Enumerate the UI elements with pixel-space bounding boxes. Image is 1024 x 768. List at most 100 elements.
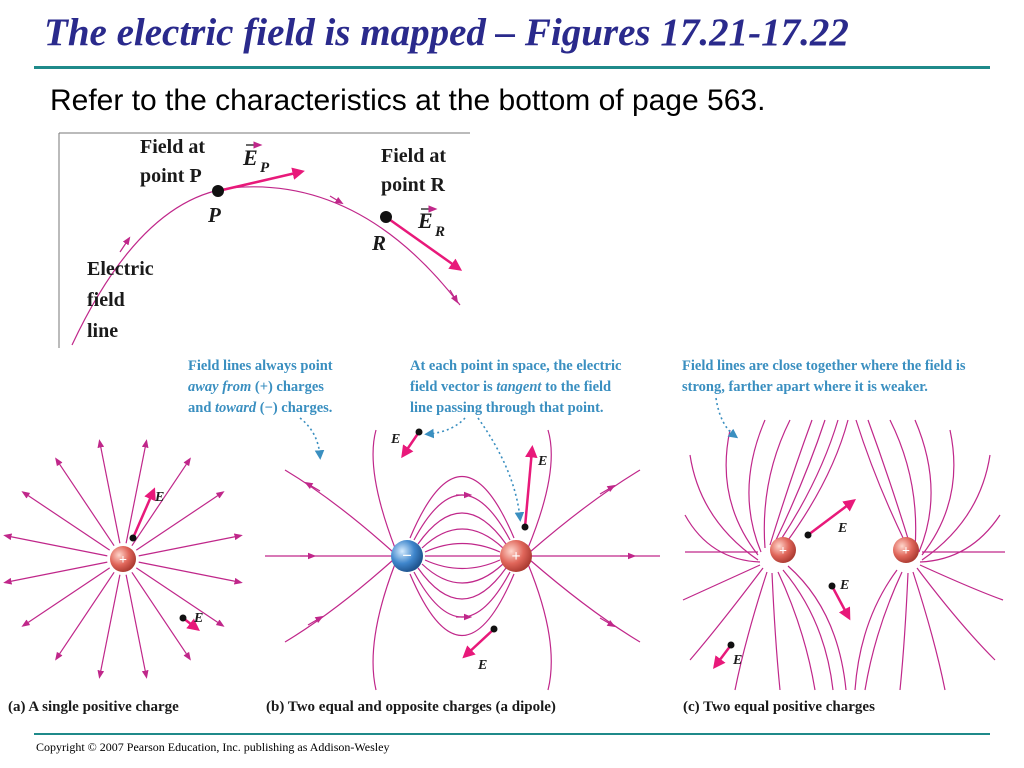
field-line xyxy=(125,439,149,544)
field-line-arrow xyxy=(304,481,321,492)
vector-e-label: E xyxy=(154,490,164,505)
vector-e xyxy=(830,585,851,621)
annotation-pointer xyxy=(477,417,525,522)
vector-e-label: E xyxy=(193,611,203,626)
vector-e-label: E xyxy=(537,454,547,469)
positive-charge xyxy=(770,537,796,563)
annotation-pointer xyxy=(299,417,325,460)
copyright: Copyright © 2007 Pearson Education, Inc.… xyxy=(36,740,390,754)
vector-er xyxy=(385,215,463,271)
field-line xyxy=(131,457,191,547)
field-point-dot xyxy=(490,625,498,633)
field-line xyxy=(3,533,108,557)
field-point-dot xyxy=(129,534,137,542)
vector-e xyxy=(462,628,495,659)
er-label: E xyxy=(417,208,433,233)
field-line xyxy=(527,429,552,549)
title-divider xyxy=(34,66,990,69)
annotation-text: and xyxy=(188,400,216,416)
field-line xyxy=(782,569,834,691)
field-line xyxy=(899,572,909,691)
annotation-text: (+) charges xyxy=(251,379,324,395)
field-line xyxy=(774,419,826,543)
field-line xyxy=(409,476,515,539)
field-line xyxy=(854,569,898,691)
field-line xyxy=(97,439,121,544)
field-line xyxy=(135,491,225,551)
vector-e-label: E xyxy=(477,658,487,673)
field-line xyxy=(785,419,849,544)
annotation-emphasis: toward xyxy=(215,400,257,416)
annotation-line: Field lines always point xyxy=(188,358,333,374)
field-line xyxy=(529,469,641,553)
annotation-direction: Field lines always point away from (+) c… xyxy=(188,356,333,419)
vector-e-label: E xyxy=(390,432,400,447)
field-point-dot xyxy=(727,641,735,649)
field-line xyxy=(424,543,501,553)
field-line-arrow xyxy=(307,615,324,626)
vector-e xyxy=(523,445,538,528)
field-line xyxy=(409,573,515,636)
field-line xyxy=(787,565,847,691)
vector-e-label: E xyxy=(837,521,847,536)
annotation-line: field vector is tangent to the field xyxy=(410,377,621,398)
positive-charge xyxy=(893,537,919,563)
field-line xyxy=(919,514,1001,563)
positive-charge xyxy=(500,540,532,572)
er-subscript: R xyxy=(434,224,445,240)
field-line xyxy=(417,567,507,600)
panel-single-positive-charge: E E + xyxy=(3,439,243,679)
field-line xyxy=(889,419,917,549)
top-field-figure: Field at point P E P P Field at point R … xyxy=(58,132,470,348)
field-point-dot xyxy=(521,523,529,531)
field-point-dot xyxy=(804,531,812,539)
field-line xyxy=(424,559,501,569)
field-line xyxy=(855,419,906,543)
positive-charge-sign: + xyxy=(902,544,910,559)
field-line xyxy=(912,571,946,691)
annotation-emphasis: tangent xyxy=(496,379,542,395)
field-line xyxy=(919,564,1004,601)
field-line xyxy=(779,419,839,542)
field-line-arrow xyxy=(599,617,616,628)
electric-field-line-label: field xyxy=(87,289,125,311)
field-point-dot xyxy=(828,582,836,590)
field-line xyxy=(527,563,552,691)
field-line xyxy=(867,419,911,546)
annotation-density: Field lines are close together where the… xyxy=(682,356,966,398)
field-line xyxy=(138,533,243,557)
field-line xyxy=(914,419,932,553)
positive-charge-sign: + xyxy=(511,548,520,565)
annotation-line: and toward (−) charges. xyxy=(188,398,333,419)
positive-charge-sign: + xyxy=(119,553,127,568)
panel-two-positive-charges: E E E + + xyxy=(682,419,1005,691)
electric-field-line-label: Electric xyxy=(87,258,154,280)
footer-divider xyxy=(34,733,990,735)
field-line xyxy=(725,429,759,556)
field-line xyxy=(372,563,396,691)
annotation-tangent: At each point in space, the electric fie… xyxy=(410,356,621,419)
annotation-line: line passing through that point. xyxy=(410,400,604,416)
field-line xyxy=(916,567,996,661)
field-line xyxy=(55,571,115,661)
vector-e xyxy=(401,431,421,459)
electric-field-line-label: line xyxy=(87,320,118,342)
field-line xyxy=(125,574,149,679)
negative-charge xyxy=(391,540,423,572)
page-title: The electric field is mapped – Figures 1… xyxy=(44,11,849,54)
field-line xyxy=(421,528,504,549)
vector-e xyxy=(807,499,856,536)
field-line xyxy=(748,419,766,553)
field-line-arrow xyxy=(119,236,131,253)
field-line xyxy=(682,564,761,601)
field-line xyxy=(769,419,813,546)
field-line xyxy=(921,429,955,556)
field-line xyxy=(21,491,111,551)
vector-e xyxy=(131,487,156,539)
field-line-arrow xyxy=(329,195,344,205)
field-line-arrow xyxy=(599,484,616,495)
field-line xyxy=(135,567,225,627)
field-line xyxy=(777,571,816,691)
annotation-text: to the field xyxy=(541,379,612,395)
